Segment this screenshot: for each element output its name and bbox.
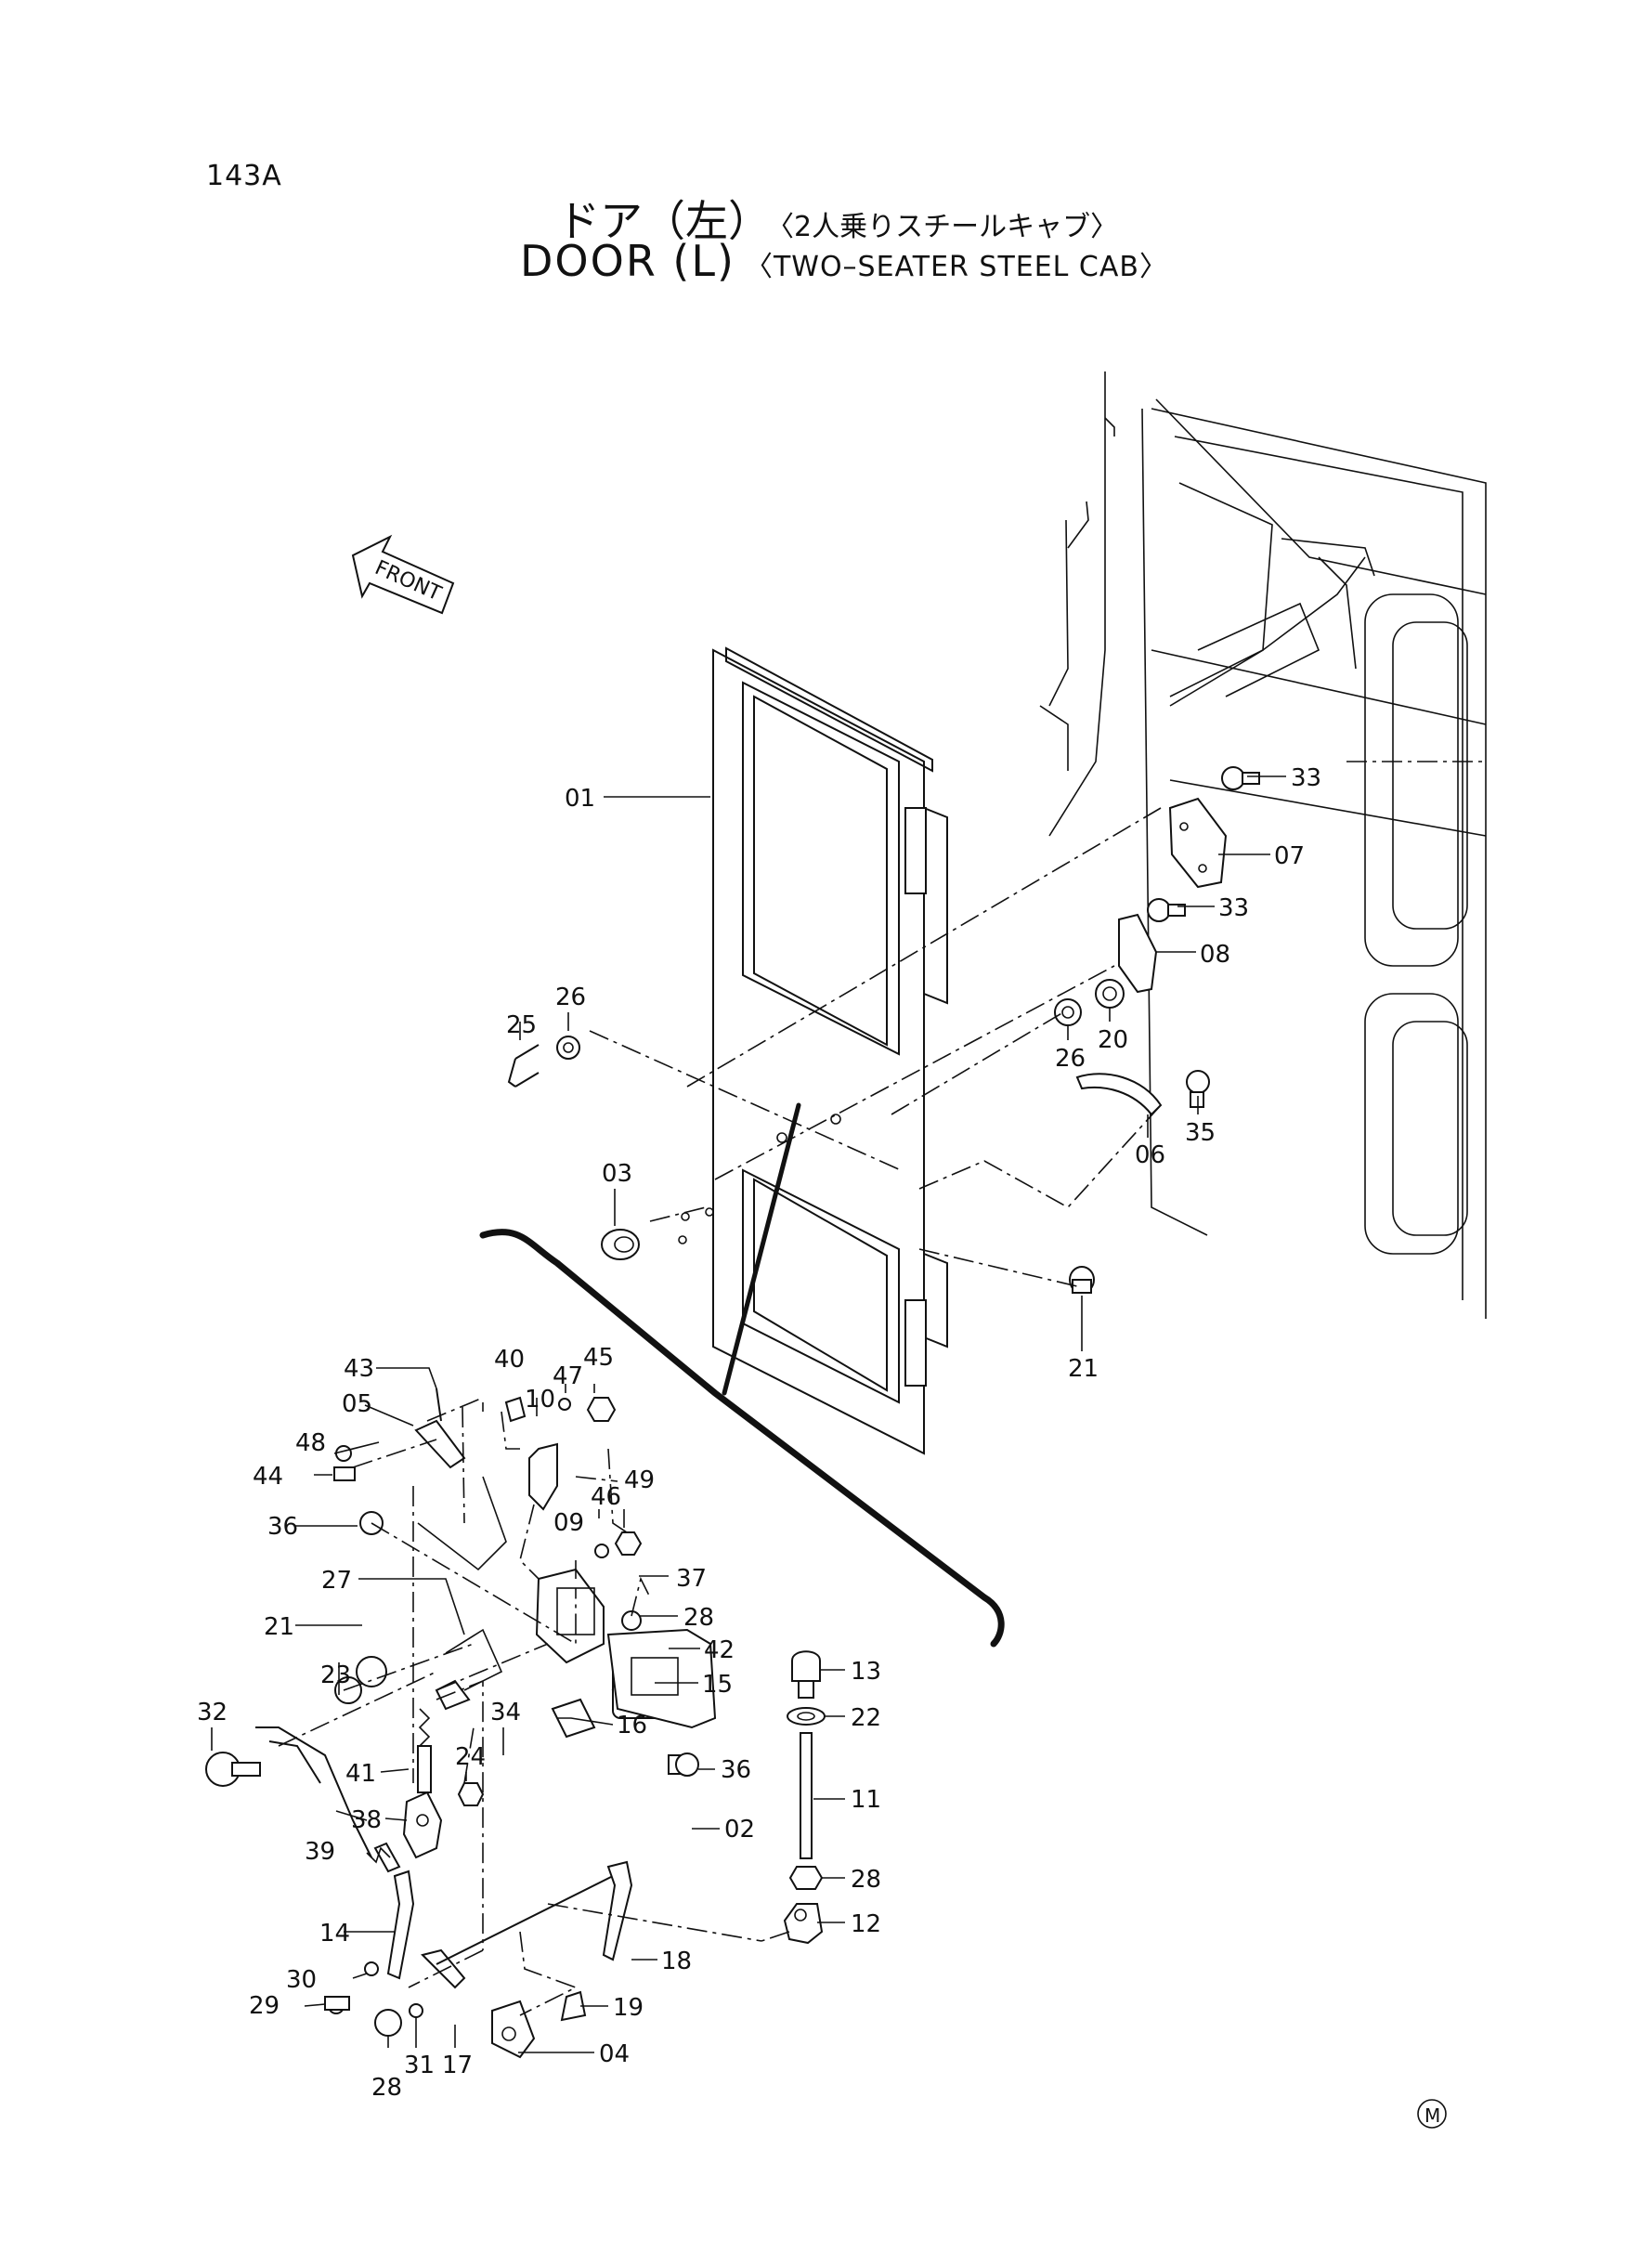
- lock-mechanism: [205, 1388, 717, 2059]
- front-arrow-icon: FRONT: [351, 534, 455, 615]
- label-03: 03: [602, 1160, 632, 1188]
- label-20: 20: [1098, 1026, 1128, 1054]
- bushing-03: [601, 1229, 640, 1260]
- label-46: 46: [591, 1483, 621, 1511]
- label-07: 07: [1274, 842, 1305, 870]
- label-16: 16: [617, 1712, 647, 1739]
- label-39: 39: [305, 1838, 335, 1866]
- m-mark-label: M: [1424, 2104, 1440, 2127]
- label-18: 18: [661, 1948, 692, 1975]
- label-45: 45: [583, 1344, 614, 1372]
- label-37: 37: [676, 1565, 707, 1593]
- label-30: 30: [286, 1966, 317, 1994]
- label-06: 06: [1135, 1141, 1165, 1169]
- label-28b: 28: [851, 1866, 881, 1894]
- label-26a: 26: [555, 984, 586, 1011]
- label-35: 35: [1185, 1119, 1216, 1147]
- label-26b: 26: [1055, 1045, 1086, 1073]
- stopper-06: [1075, 1073, 1163, 1116]
- label-15: 15: [702, 1671, 733, 1699]
- label-33a: 33: [1291, 764, 1321, 792]
- title-jp-main: ドア（左）: [557, 196, 771, 246]
- label-23: 23: [320, 1661, 351, 1689]
- title-jp-sub: 〈2人乗りスチールキャブ〉: [780, 211, 1119, 243]
- door-assembly: [678, 646, 948, 1455]
- label-17: 17: [442, 2052, 473, 2079]
- bolt-33a: [1221, 766, 1260, 790]
- label-05: 05: [342, 1390, 372, 1418]
- label-48: 48: [295, 1429, 326, 1457]
- label-13: 13: [851, 1658, 881, 1686]
- label-36a: 36: [267, 1513, 298, 1541]
- striker-25: [507, 1044, 540, 1088]
- label-28a: 28: [683, 1604, 714, 1632]
- section-cut-line-2: [722, 1102, 801, 1396]
- label-36b: 36: [721, 1756, 751, 1784]
- label-19: 19: [613, 1994, 644, 2022]
- label-32: 32: [197, 1699, 228, 1726]
- label-40: 40: [494, 1346, 525, 1374]
- title-en-sub: 〈TWO–SEATER STEEL CAB〉: [744, 251, 1168, 283]
- label-04: 04: [599, 2040, 630, 2068]
- label-25: 25: [506, 1011, 537, 1039]
- title-english: DOOR (L) 〈TWO–SEATER STEEL CAB〉: [520, 236, 1168, 286]
- label-22: 22: [851, 1704, 881, 1732]
- bolt-35: [1186, 1070, 1210, 1108]
- hinge-plate-07: [1168, 797, 1228, 889]
- section-cut-line: [479, 1229, 1005, 1648]
- label-38: 38: [351, 1806, 382, 1834]
- label-11: 11: [851, 1786, 881, 1814]
- label-27: 27: [321, 1567, 352, 1595]
- label-09: 09: [553, 1509, 584, 1537]
- label-44: 44: [253, 1463, 283, 1491]
- label-34: 34: [490, 1699, 521, 1726]
- label-21a: 21: [264, 1613, 294, 1641]
- leader-lines: [211, 775, 1286, 2053]
- bolt-33b: [1147, 898, 1186, 922]
- label-31: 31: [404, 2052, 435, 2079]
- label-43: 43: [344, 1355, 374, 1383]
- cushion-21a: [1069, 1266, 1095, 1294]
- label-47: 47: [553, 1362, 583, 1390]
- label-41: 41: [345, 1760, 376, 1788]
- nut-20: [1095, 979, 1125, 1009]
- m-mark-icon: M: [1417, 2099, 1447, 2129]
- part-labels: 01 33 07 33 08 20 26 35 06 21 26 25 03 4…: [197, 764, 1321, 2102]
- label-49: 49: [624, 1466, 655, 1494]
- label-24: 24: [455, 1743, 486, 1771]
- hinge-plate-08: [1118, 913, 1158, 994]
- label-10: 10: [525, 1386, 555, 1414]
- title-japanese: ドア（左） 〈2人乗りスチールキャブ〉: [557, 188, 1118, 249]
- label-08: 08: [1200, 941, 1230, 969]
- cab-body-outline: [1039, 371, 1487, 1319]
- label-29: 29: [249, 1992, 280, 2020]
- assembly-lines: [278, 807, 1162, 2016]
- label-21b: 21: [1068, 1355, 1099, 1383]
- label-28c: 28: [371, 2074, 402, 2102]
- rod-assembly: [783, 1650, 826, 1945]
- label-01: 01: [565, 785, 595, 813]
- grommet-26a: [556, 1036, 580, 1060]
- page-number: 143A: [206, 160, 282, 192]
- label-42: 42: [704, 1636, 735, 1664]
- label-02: 02: [724, 1816, 755, 1844]
- label-14: 14: [319, 1920, 350, 1948]
- label-12: 12: [851, 1910, 881, 1938]
- title-en-main: DOOR (L): [520, 236, 735, 286]
- label-33b: 33: [1218, 894, 1249, 922]
- grommet-26b: [1054, 998, 1082, 1026]
